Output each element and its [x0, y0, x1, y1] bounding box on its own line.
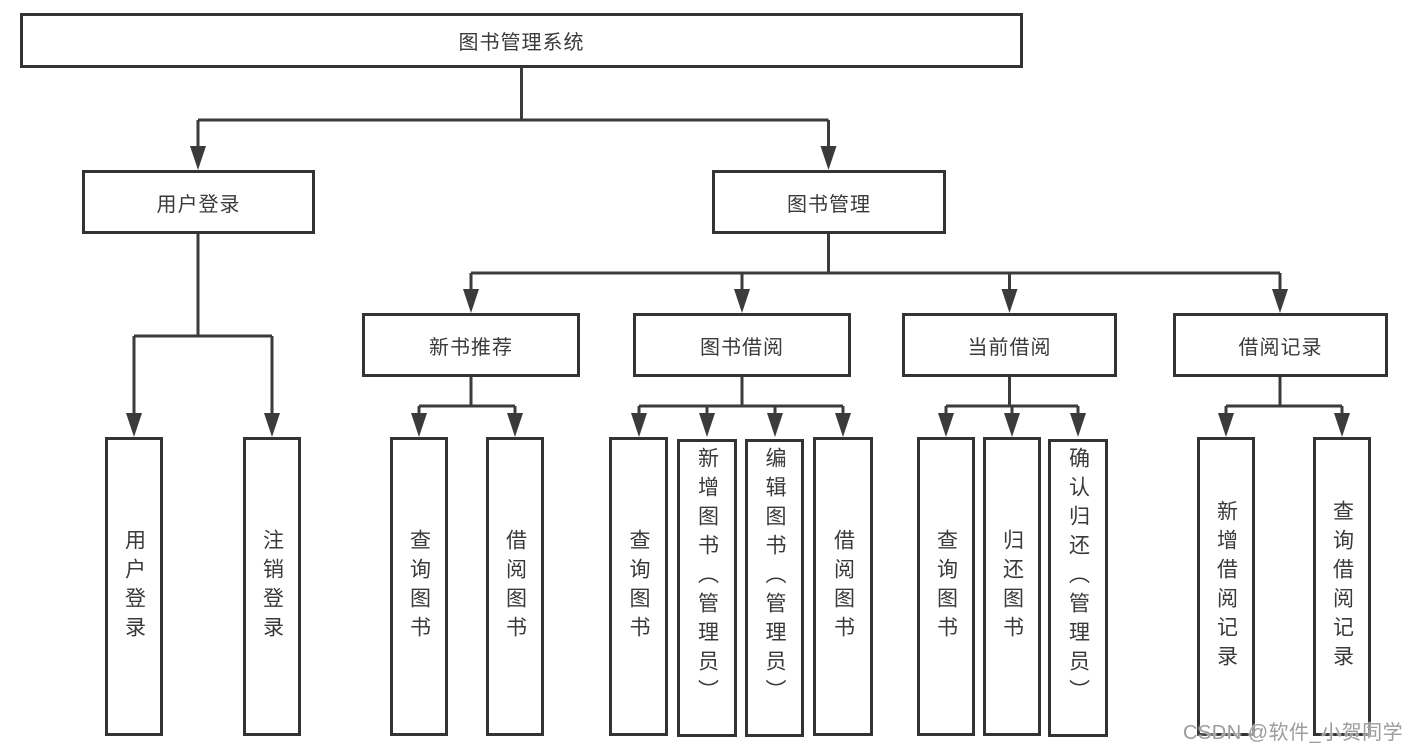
connector-root — [190, 68, 837, 170]
node-user-login: 用户登录 — [82, 170, 315, 234]
node-leaf-borrow-book-1-label: 借阅图书 — [503, 528, 527, 645]
connector-book-borrow — [631, 377, 851, 437]
node-leaf-query-book-1-label: 查询图书 — [407, 528, 431, 645]
node-leaf-return-book-label: 归还图书 — [1000, 528, 1024, 645]
node-leaf-query-book-2: 查询图书 — [609, 437, 668, 736]
node-leaf-query-book-3: 查询图书 — [917, 437, 975, 736]
node-leaf-borrow-book-1: 借阅图书 — [486, 437, 544, 736]
node-borrow-records: 借阅记录 — [1173, 313, 1388, 377]
node-leaf-edit-book: 编辑图书（管理员） — [745, 439, 804, 737]
connector-borrow-records — [1218, 377, 1350, 437]
node-user-login-label: 用户登录 — [156, 193, 241, 216]
node-leaf-query-book-2-label: 查询图书 — [627, 528, 650, 645]
node-book-mgmt: 图书管理 — [712, 170, 946, 234]
node-leaf-logout-label: 注销登录 — [260, 528, 284, 645]
watermark: CSDN @软件_小贺同学 — [1183, 722, 1404, 744]
node-leaf-query-book-1: 查询图书 — [390, 437, 448, 736]
node-current-borrow-label: 当前借阅 — [967, 336, 1052, 359]
node-leaf-add-book: 新增图书（管理员） — [677, 439, 737, 737]
node-leaf-user-login: 用户登录 — [105, 437, 163, 736]
node-leaf-return-book: 归还图书 — [983, 437, 1041, 736]
node-book-borrow-label: 图书借阅 — [700, 336, 784, 359]
node-leaf-edit-book-label: 编辑图书（管理员） — [763, 447, 786, 708]
connector-book-mgmt — [463, 234, 1288, 313]
node-new-book-rec-label: 新书推荐 — [429, 336, 513, 359]
node-leaf-query-record: 查询借阅记录 — [1313, 437, 1371, 736]
node-book-mgmt-label: 图书管理 — [787, 193, 871, 216]
node-leaf-user-login-label: 用户登录 — [122, 528, 146, 645]
node-borrow-records-label: 借阅记录 — [1238, 336, 1323, 359]
node-leaf-add-record-label: 新增借阅记录 — [1214, 499, 1238, 674]
node-leaf-borrow-book-2: 借阅图书 — [813, 437, 873, 736]
node-book-borrow: 图书借阅 — [633, 313, 851, 377]
node-leaf-add-record: 新增借阅记录 — [1197, 437, 1255, 736]
node-leaf-logout: 注销登录 — [243, 437, 301, 736]
node-root-label: 图书管理系统 — [458, 32, 585, 54]
node-new-book-rec: 新书推荐 — [362, 313, 580, 377]
node-root: 图书管理系统 — [20, 13, 1023, 68]
node-current-borrow: 当前借阅 — [902, 313, 1117, 377]
node-leaf-query-book-3-label: 查询图书 — [934, 528, 958, 645]
connector-user-login — [126, 234, 280, 437]
connector-current-borrow — [938, 377, 1086, 437]
node-leaf-borrow-book-2-label: 借阅图书 — [831, 528, 855, 645]
node-leaf-add-book-label: 新增图书（管理员） — [695, 447, 719, 708]
node-leaf-confirm-return-label: 确认归还（管理员） — [1066, 447, 1090, 708]
connector-new-book-rec — [411, 377, 523, 437]
node-leaf-query-record-label: 查询借阅记录 — [1330, 499, 1354, 674]
node-leaf-confirm-return: 确认归还（管理员） — [1048, 439, 1108, 737]
